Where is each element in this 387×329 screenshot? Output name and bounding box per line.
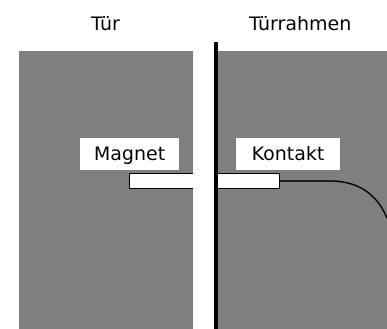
frame-panel — [218, 51, 387, 329]
frame-heading: Türrahmen — [249, 13, 352, 35]
contact-component — [218, 173, 280, 189]
door-panel — [19, 51, 193, 329]
contact-label: Kontakt — [236, 138, 340, 170]
frame-edge-line — [214, 42, 218, 329]
magnet-label: Magnet — [80, 138, 179, 170]
door-heading: Tür — [91, 13, 120, 35]
magnet-component — [129, 173, 193, 189]
